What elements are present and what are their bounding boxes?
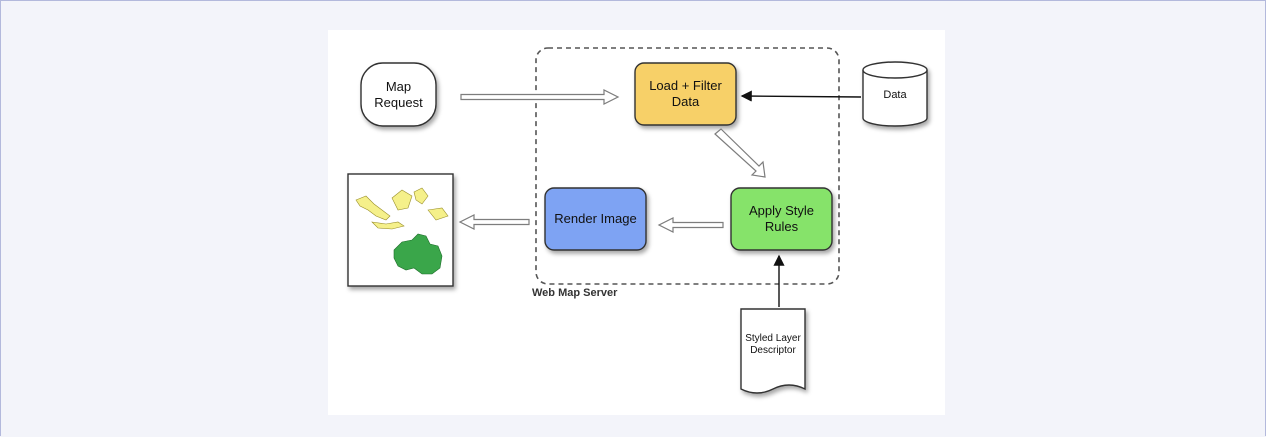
render-image-label: Render Image xyxy=(554,211,637,227)
apply-style-box xyxy=(730,187,833,251)
sld-label: Styled Layer Descriptor xyxy=(745,333,801,356)
diagram-svg xyxy=(347,47,928,394)
map-request-shape xyxy=(360,62,437,127)
arrow-render-to-map xyxy=(458,214,530,230)
sld-document-icon xyxy=(740,308,806,394)
data-store-label: Data xyxy=(883,89,907,102)
data-cylinder-icon xyxy=(862,61,928,127)
indonesia-land-shape xyxy=(355,187,449,230)
web-map-server-boundary xyxy=(535,47,840,285)
australia-land-shape xyxy=(393,233,443,275)
apply-style-label: Apply Style Rules xyxy=(748,203,815,234)
web-map-server-label: Web Map Server xyxy=(532,287,618,300)
load-filter-box xyxy=(634,62,737,126)
map-request-label: Map Request xyxy=(374,78,423,110)
render-image-box xyxy=(544,187,647,251)
arrow-load-to-apply xyxy=(714,128,766,178)
load-filter-label: Load + Filter Data xyxy=(649,78,722,109)
arrow-data-to-load xyxy=(740,90,862,102)
arrow-request-to-load xyxy=(460,89,620,105)
arrow-apply-to-render xyxy=(657,217,724,233)
diagram-canvas: Map Request Load + Filter Data Data Appl… xyxy=(328,30,945,415)
